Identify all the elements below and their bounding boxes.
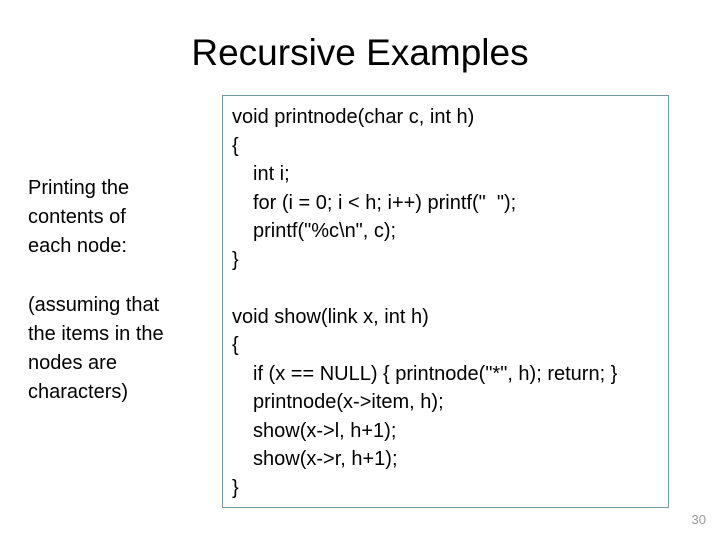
note-line: nodes are [28,352,117,374]
code-line: int i; [253,163,290,185]
code-line: void printnode(char c, int h) [232,106,475,128]
code-line: { [232,334,239,356]
code-line: show(x->r, h+1); [253,448,398,470]
code-line: for (i = 0; i < h; i++) printf(" "); [253,191,517,214]
code-line: printf("%c\n", c); [253,220,397,242]
code-block-show: void show(link x, int h) { if (x == NULL… [232,303,662,503]
note-line: the items in the [28,323,164,345]
code-line: if (x == NULL) { printnode("*", h); retu… [253,362,618,385]
code-line: printnode(x->item, h); [253,391,444,413]
slide-title: Recursive Examples [191,32,529,73]
code-line: void show(link x, int h) [232,305,429,328]
code-block-printnode: void printnode(char c, int h) { int i; f… [232,103,662,274]
page-number: 30 [691,512,706,527]
code-line: show(x->l, h+1); [253,419,397,442]
note-line: (assuming that [28,294,160,316]
code-line: { [232,134,239,157]
code-line: } [232,476,239,499]
code-line: } [232,248,239,271]
code-box: void printnode(char c, int h) { int i; f… [222,95,669,508]
left-notes: Printing the contents of each node: (ass… [28,174,208,407]
note-printing-contents: Printing the contents of each node: [28,174,208,261]
note-line: Printing the [28,177,130,199]
note-line: contents of [28,206,126,228]
note-line: each node: [28,235,127,257]
note-line: characters) [28,381,129,403]
note-assumption: (assuming that the items in the nodes ar… [28,291,208,407]
